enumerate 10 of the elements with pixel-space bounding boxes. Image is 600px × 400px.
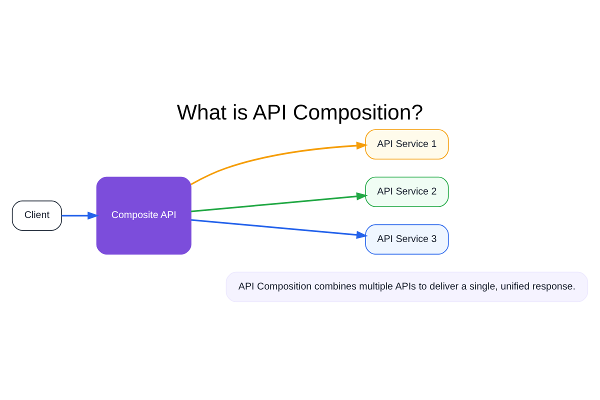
node-box: API Service 1: [365, 128, 449, 160]
node-box: Composite API: [96, 176, 192, 254]
arrow: [191, 218, 368, 238]
node-box: Client: [12, 200, 62, 230]
node-box: API Service 3: [365, 224, 449, 254]
arrow: [62, 211, 100, 220]
node-box: API Service 2: [365, 176, 449, 207]
arrow: [190, 141, 368, 185]
arrow: [191, 192, 368, 212]
diagram-title: What is API Composition?: [176, 100, 424, 124]
